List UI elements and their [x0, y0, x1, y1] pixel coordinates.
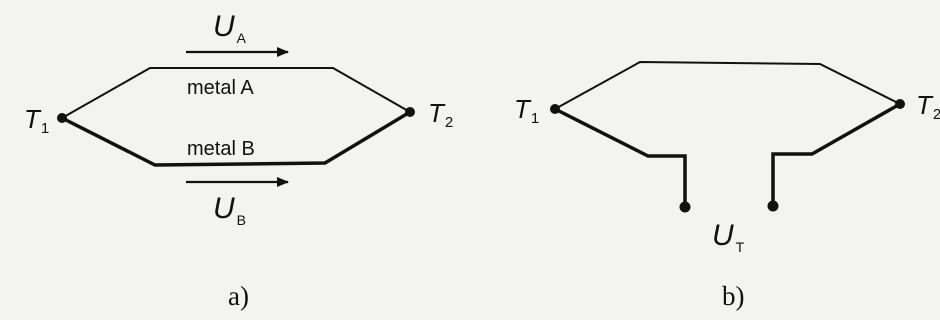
panel-b-caption: b)	[722, 281, 745, 311]
junction-t1-dot	[550, 104, 560, 114]
node-t2-label: T2	[428, 98, 453, 131]
metal-b-wire	[61, 110, 411, 167]
metal-a-label: metal A	[187, 77, 254, 99]
terminal-left-dot	[679, 201, 691, 213]
metal-a-wire	[61, 67, 411, 119]
junction-t2-dot	[405, 107, 415, 117]
node-t2-label: T2	[916, 90, 940, 123]
junction-t2-dot	[895, 99, 905, 109]
upper-wire	[554, 60, 901, 110]
lower-right-wire	[771, 102, 901, 206]
metal-b-label: metal B	[187, 138, 255, 160]
junction-t1-dot	[57, 113, 67, 123]
node-t1-label: T1	[24, 104, 49, 137]
terminal-right-dot	[767, 200, 779, 212]
node-t1-label: T1	[514, 94, 539, 127]
lower-left-wire	[554, 107, 687, 207]
panel-a-caption: a)	[228, 281, 249, 311]
